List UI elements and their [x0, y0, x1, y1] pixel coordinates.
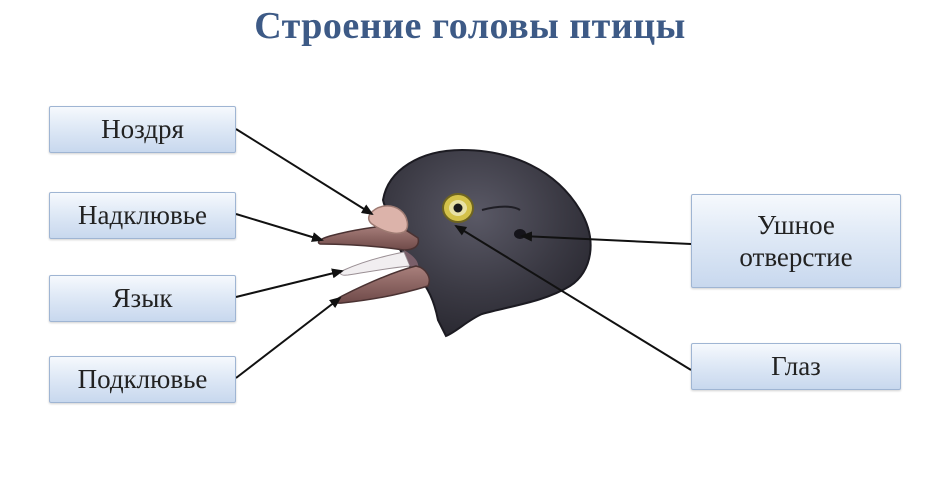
nostril-cere-shape — [367, 205, 409, 235]
label-lower-beak: Подклювье — [49, 356, 236, 403]
arrow-nostril — [235, 128, 374, 216]
label-ear-opening-text: Ушное отверстие — [739, 209, 853, 272]
feather-line — [481, 205, 521, 211]
arrow-ear — [520, 231, 692, 245]
ear-opening-shape — [514, 229, 526, 239]
diagram-title: Строение головы птицы — [254, 5, 686, 47]
arrow-upper-beak — [235, 213, 324, 242]
arrow-eye — [454, 224, 692, 371]
label-nostril: Ноздря — [49, 106, 236, 153]
label-upper-beak-text: Надклювье — [77, 200, 208, 231]
label-eye-text: Глаз — [771, 351, 821, 382]
label-nostril-text: Ноздря — [101, 114, 184, 145]
mouth-interior — [404, 250, 419, 270]
arrow-tongue — [235, 268, 344, 298]
eye-pupil — [453, 203, 463, 213]
label-tongue: Язык — [49, 275, 236, 322]
label-eye: Глаз — [691, 343, 901, 390]
label-ear-opening: Ушное отверстие — [691, 194, 901, 288]
label-upper-beak: Надклювье — [49, 192, 236, 239]
arrow-lower-beak — [235, 296, 342, 379]
label-lower-beak-text: Подклювье — [77, 364, 208, 395]
label-tongue-text: Язык — [112, 283, 173, 314]
lower-beak-shape — [335, 265, 430, 304]
